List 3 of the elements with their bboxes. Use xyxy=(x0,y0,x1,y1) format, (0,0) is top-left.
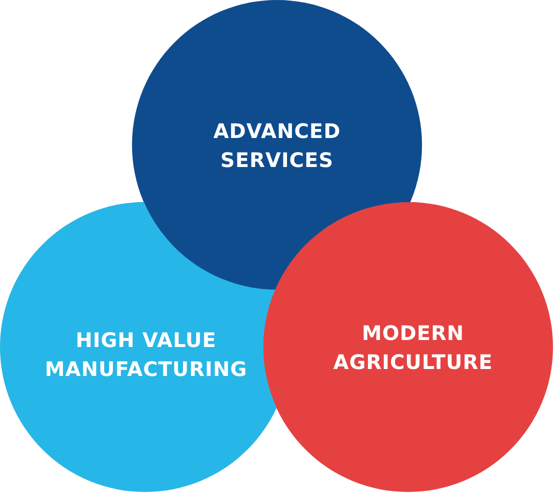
circle-label: MODERN AGRICULTURE xyxy=(332,320,494,376)
circle-label: HIGH VALUE MANUFACTURING xyxy=(44,327,248,383)
circle-label: ADVANCED SERVICES xyxy=(212,118,342,174)
